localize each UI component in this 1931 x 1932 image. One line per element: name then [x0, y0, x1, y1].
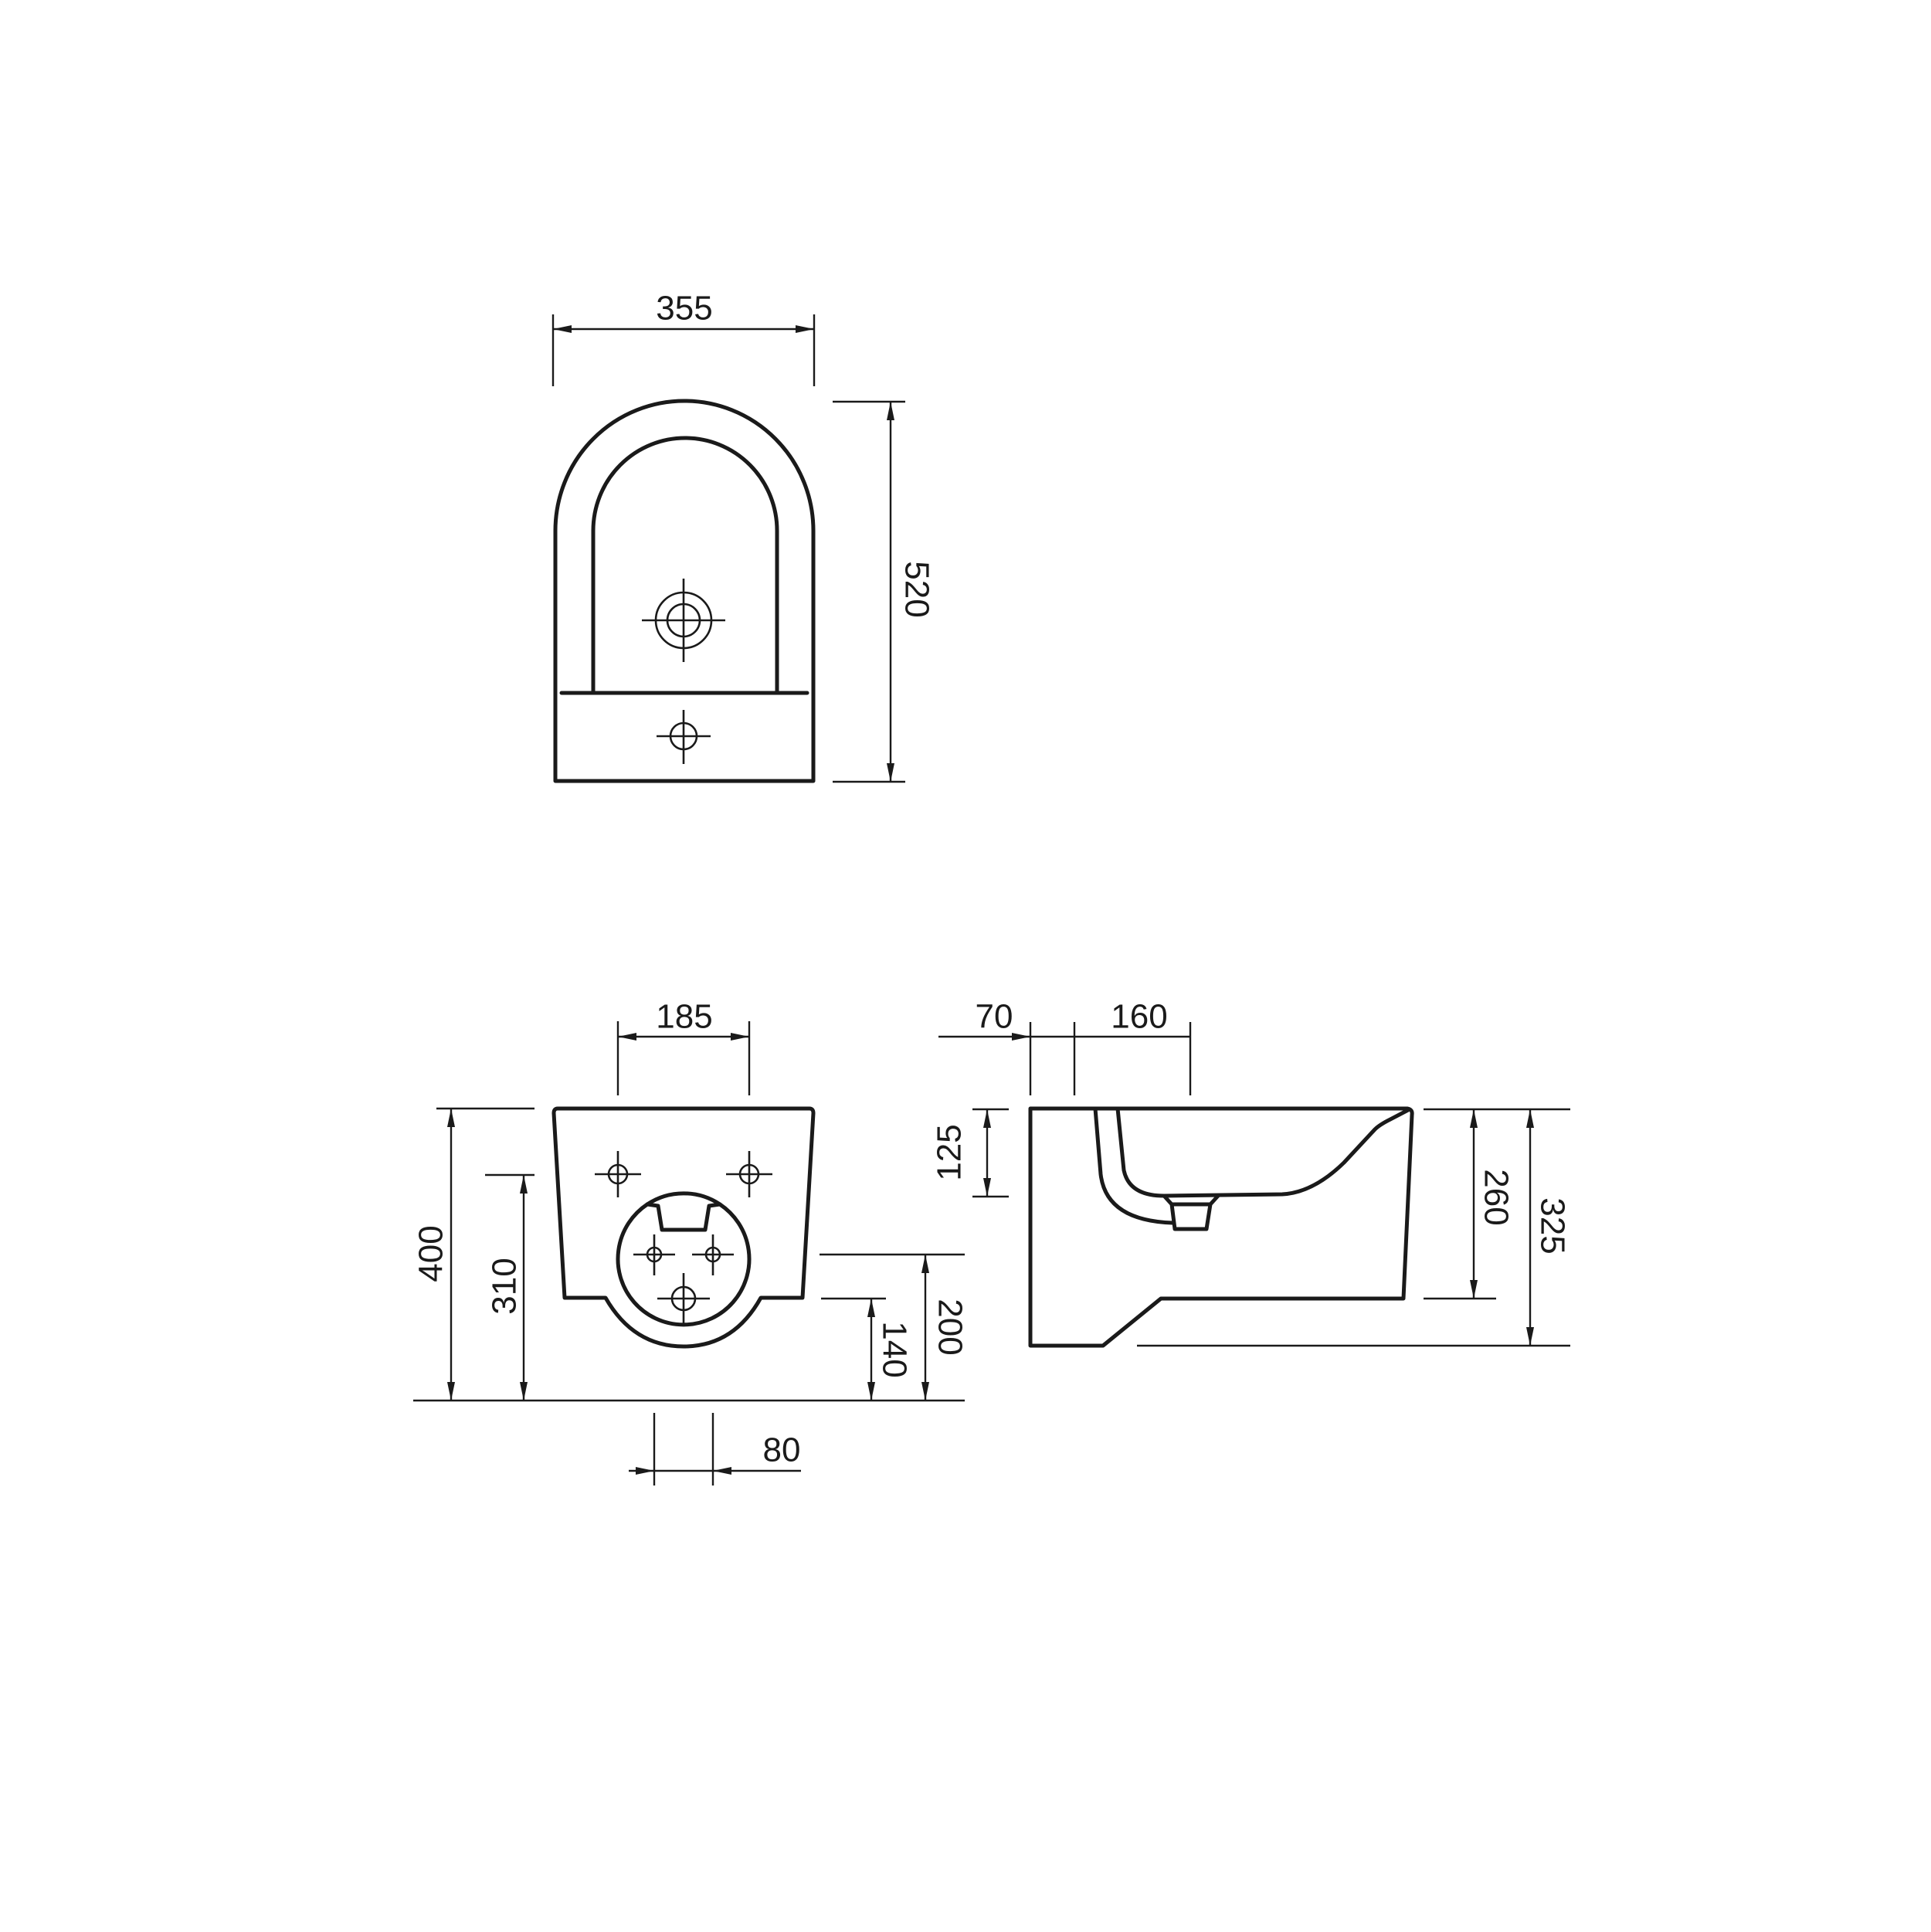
front-view-outline	[551, 1106, 816, 1349]
dimension-label: 80	[763, 1431, 801, 1469]
dimension-label: 70	[976, 998, 1013, 1036]
side-view: 70 160 125 260 325	[931, 998, 1572, 1348]
front-view: 185 400 310 200	[412, 998, 969, 1486]
dimension-125: 125	[931, 1108, 1009, 1198]
fixing-hole-icon	[726, 1151, 772, 1197]
dimension-260: 260	[1424, 1108, 1570, 1300]
front-view-opening-notch	[645, 1191, 722, 1232]
side-view-drain	[1162, 1193, 1220, 1231]
dimension-310: 310	[485, 1173, 535, 1401]
inlet-hole-icon	[692, 1234, 734, 1275]
dimension-label: 260	[1478, 1169, 1515, 1225]
dimension-label: 400	[412, 1225, 450, 1282]
top-view-outline	[553, 399, 816, 783]
dimension-label: 200	[932, 1299, 969, 1355]
dimension-325: 325	[1526, 1109, 1572, 1346]
dimension-label: 325	[1534, 1197, 1572, 1254]
dimension-185: 185	[616, 998, 751, 1095]
dimension-label: 355	[656, 290, 712, 328]
dimension-label: 140	[876, 1321, 914, 1377]
fixing-hole-icon	[595, 1151, 641, 1197]
dimension-140: 140	[821, 1297, 914, 1401]
dimension-355: 355	[551, 290, 816, 386]
dimension-200: 200	[820, 1253, 969, 1401]
dimension-label: 520	[898, 561, 936, 617]
top-view: 355 520	[551, 290, 936, 783]
dimension-520: 520	[833, 400, 936, 783]
top-view-bowl	[591, 436, 779, 695]
outlet-hole-icon	[657, 1273, 710, 1323]
side-view-outline	[1028, 1106, 1414, 1348]
dimension-label: 185	[656, 998, 712, 1036]
tap-hole-icon	[642, 579, 725, 662]
dimension-400: 400	[412, 1107, 535, 1401]
dimension-label: 125	[931, 1124, 969, 1180]
dimension-label: 160	[1111, 998, 1167, 1036]
front-view-opening	[616, 1202, 752, 1327]
dimension-label: 310	[486, 1258, 524, 1314]
inlet-hole-icon	[633, 1234, 675, 1275]
side-view-bowl	[1115, 1106, 1410, 1198]
side-view-shell	[1093, 1106, 1175, 1225]
dimension-70-160: 70 160	[938, 998, 1192, 1095]
waste-hole-icon	[657, 710, 711, 764]
dimension-80: 80	[629, 1413, 801, 1486]
